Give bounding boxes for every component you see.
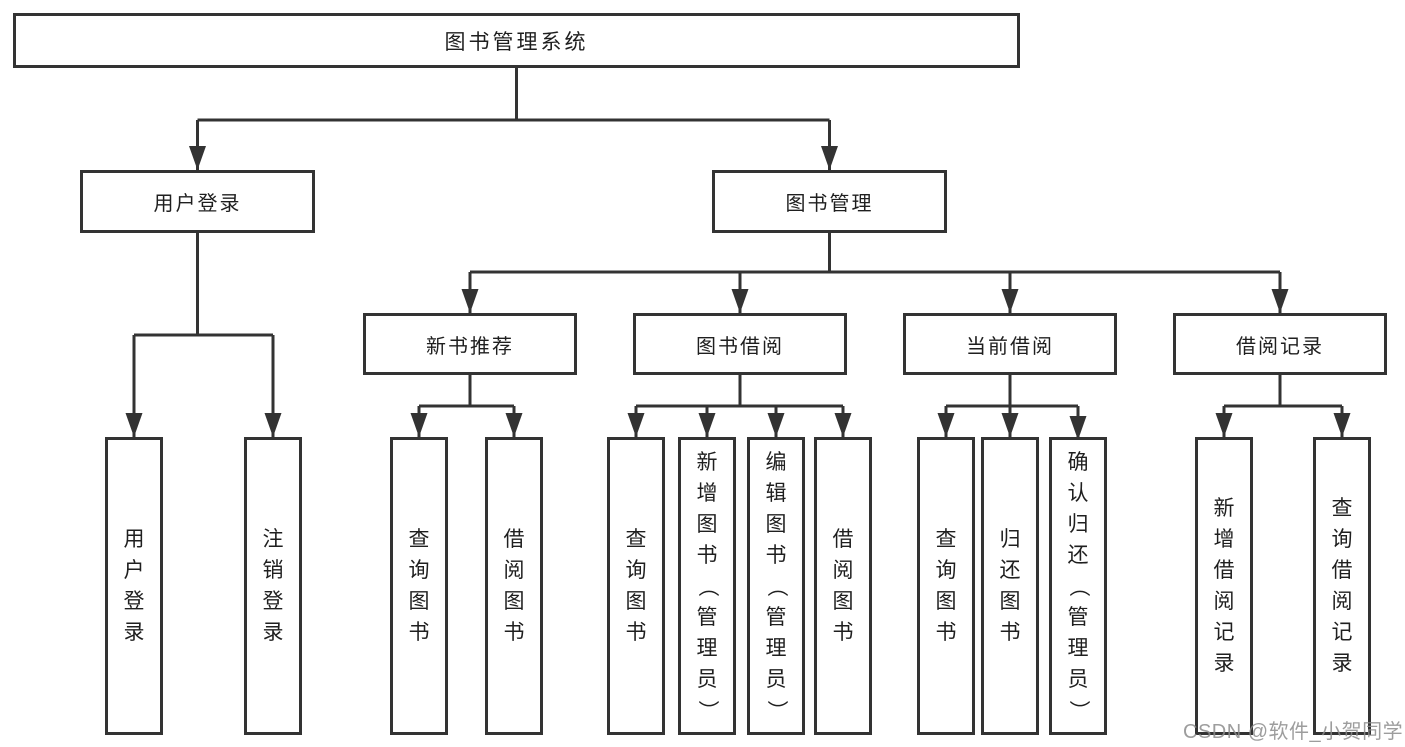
node-root-label: 图书管理系统 — [444, 30, 589, 54]
node-book-borrowing: 图书借阅 — [633, 313, 847, 375]
leaf-user-login-label: 用户登录 — [123, 528, 145, 644]
leaf-add-borrow-record-label: 新增借阅记录 — [1213, 497, 1235, 675]
leaf-logout: 注销登录 — [244, 437, 302, 735]
node-borrow-records-label: 借阅记录 — [1236, 335, 1324, 358]
node-current-borrowing-label: 当前借阅 — [966, 335, 1054, 358]
connector-borrowing-to-leaves — [627, 375, 852, 437]
node-book-management-label: 图书管理 — [785, 193, 874, 215]
leaf-query-books-borrowing: 查询图书 — [607, 437, 665, 735]
leaf-confirm-return-admin: 确认归还（管理员） — [1049, 437, 1107, 735]
leaf-query-borrow-record: 查询借阅记录 — [1313, 437, 1371, 735]
leaf-borrow-books-borrowing: 借阅图书 — [814, 437, 872, 735]
connector-records-to-leaves — [1215, 375, 1351, 437]
leaf-query-books-current: 查询图书 — [917, 437, 975, 735]
leaf-query-borrow-record-label: 查询借阅记录 — [1331, 497, 1353, 675]
node-root-system: 图书管理系统 — [13, 13, 1020, 68]
leaf-return-book-label: 归还图书 — [999, 528, 1021, 644]
leaf-edit-book-admin: 编辑图书（管理员） — [747, 437, 805, 735]
leaf-return-book: 归还图书 — [981, 437, 1039, 735]
connector-book-mgmt-to-level3 — [461, 233, 1289, 313]
node-user-login-label: 用户登录 — [153, 193, 242, 215]
node-book-management: 图书管理 — [712, 170, 947, 233]
leaf-confirm-return-admin-label: 确认归还（管理员） — [1066, 450, 1090, 721]
leaf-edit-book-admin-label: 编辑图书（管理员） — [764, 450, 788, 721]
node-borrow-records: 借阅记录 — [1173, 313, 1387, 375]
node-current-borrowing: 当前借阅 — [903, 313, 1117, 375]
csdn-watermark: CSDN @软件_小贺同学 — [1183, 721, 1404, 743]
leaf-logout-label: 注销登录 — [262, 528, 284, 644]
leaf-user-login: 用户登录 — [105, 437, 163, 735]
node-new-book-recommend: 新书推荐 — [363, 313, 577, 375]
connector-root-to-level2 — [189, 68, 838, 170]
leaf-add-book-admin-label: 新增图书（管理员） — [695, 450, 719, 721]
node-book-borrowing-label: 图书借阅 — [696, 335, 784, 358]
connector-recommend-to-leaves — [410, 375, 523, 437]
leaf-borrow-books-recommend: 借阅图书 — [485, 437, 543, 735]
leaf-query-books-recommend: 查询图书 — [390, 437, 448, 735]
leaf-query-books-current-label: 查询图书 — [935, 528, 957, 644]
node-new-book-recommend-label: 新书推荐 — [426, 335, 514, 358]
connector-current-to-leaves — [937, 375, 1087, 440]
leaf-borrow-books-recommend-label: 借阅图书 — [503, 528, 525, 644]
leaf-add-book-admin: 新增图书（管理员） — [678, 437, 736, 735]
leaf-borrow-books-borrowing-label: 借阅图书 — [832, 528, 854, 644]
leaf-query-books-recommend-label: 查询图书 — [408, 528, 430, 644]
node-user-login: 用户登录 — [80, 170, 315, 233]
leaf-add-borrow-record: 新增借阅记录 — [1195, 437, 1253, 735]
leaf-query-books-borrowing-label: 查询图书 — [625, 528, 647, 644]
connector-user-login-to-children — [125, 233, 282, 437]
